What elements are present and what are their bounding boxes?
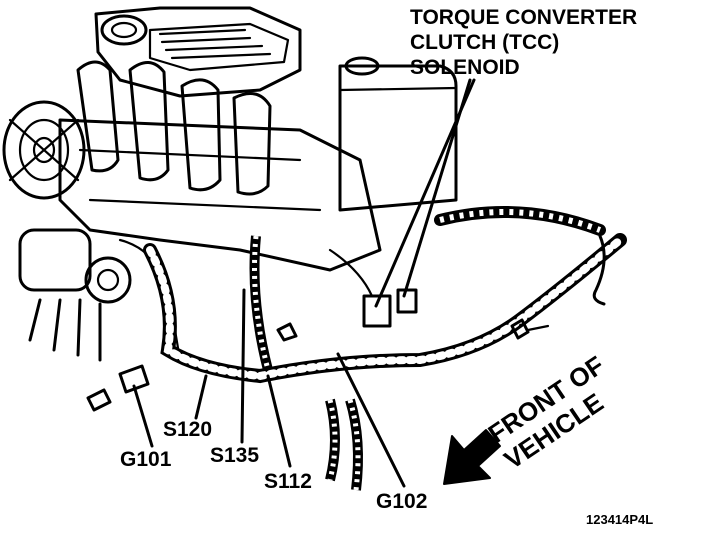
tcc-label-line1: TORQUE CONVERTER <box>410 6 637 29</box>
air-intake <box>94 6 302 98</box>
tcc-connector <box>328 248 418 328</box>
s120-leader-line <box>194 374 208 420</box>
ground-fasteners <box>86 318 550 412</box>
tcc-label-line3: SOLENOID <box>410 56 520 79</box>
intake-manifold <box>58 118 382 272</box>
figure-code: 123414P4L <box>586 512 653 527</box>
tcc-solenoid-callout: TORQUE CONVERTER CLUTCH (TCC) SOLENOID <box>374 6 637 308</box>
s120-label: S120 <box>163 418 212 441</box>
s135-leader-line <box>240 288 246 444</box>
s112-label: S112 <box>264 470 312 493</box>
front-arrow-icon <box>443 429 501 485</box>
s112-leader-line <box>266 374 292 468</box>
tcc-leader-line-2 <box>374 78 476 308</box>
g101-label: G101 <box>120 448 172 471</box>
s135-label: S135 <box>210 444 259 467</box>
fluid-reservoir <box>338 56 458 212</box>
front-of-vehicle-indicator: FRONT OF VEHICLE <box>443 350 610 485</box>
g102-leader-line <box>336 352 406 488</box>
g102-label: G102 <box>376 490 427 513</box>
intake-runners <box>76 60 272 196</box>
wiring-harness <box>143 206 627 491</box>
alternator <box>2 100 86 200</box>
engine-illustration <box>2 6 627 491</box>
tcc-label-line2: CLUTCH (TCC) <box>410 31 559 54</box>
g101-leader-line <box>132 384 154 448</box>
